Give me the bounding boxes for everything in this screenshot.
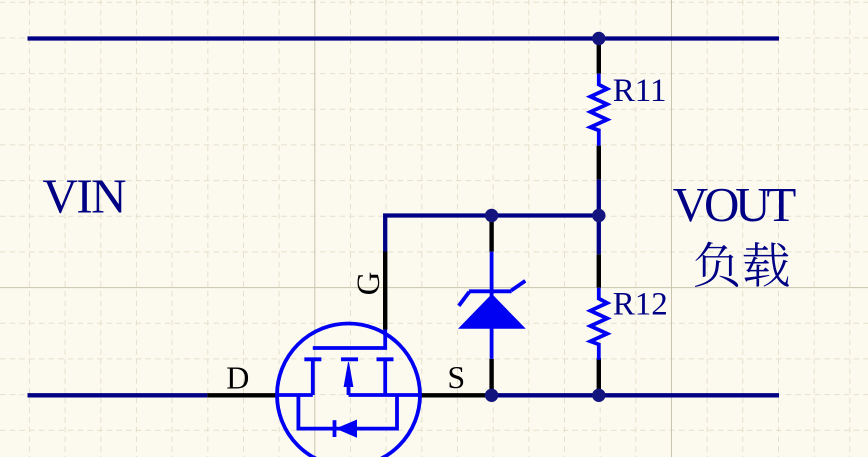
svg-text:R12: R12 [613,286,668,322]
svg-text:G: G [351,272,387,296]
svg-text:VOUT: VOUT [673,177,797,232]
svg-text:D: D [226,360,249,396]
svg-text:R11: R11 [613,73,667,109]
svg-text:VIN: VIN [43,169,127,224]
svg-text:S: S [447,359,465,395]
